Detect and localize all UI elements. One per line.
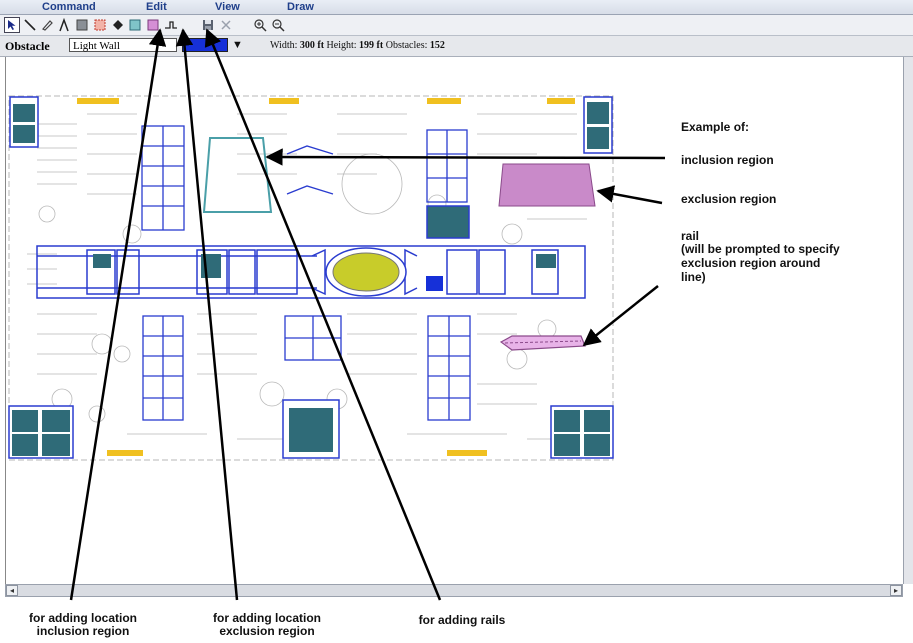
inclusion-region-label: inclusion region <box>681 153 774 167</box>
diamond-icon[interactable] <box>110 17 126 33</box>
scroll-right-icon[interactable]: ▸ <box>890 585 902 596</box>
rail-label: rail <box>681 229 700 243</box>
cubicle-block <box>284 145 342 361</box>
menu-view[interactable]: View <box>215 1 240 13</box>
obstacle-label: Obstacle <box>5 39 50 53</box>
zoom-in-icon[interactable] <box>252 17 268 33</box>
rails-tool-caption: for adding rails <box>418 613 506 627</box>
vertical-scrollbar[interactable] <box>903 57 913 584</box>
inclusion-arrow <box>265 148 666 166</box>
room-fill <box>426 276 443 291</box>
exclusion-tool-caption: for adding location exclusion region <box>192 612 342 638</box>
central-corridor <box>36 245 586 299</box>
corner-room <box>9 96 39 148</box>
cubicle-block <box>427 315 471 421</box>
obstacles-value: 152 <box>429 40 445 51</box>
corner-room <box>550 405 614 459</box>
room-fill <box>289 408 333 452</box>
save-icon[interactable] <box>200 17 216 33</box>
menu-draw[interactable]: Draw <box>287 1 314 13</box>
rail-arrow <box>582 285 659 347</box>
toolbar <box>0 15 913 36</box>
cubicle-block <box>142 315 184 421</box>
dimensions-readout: Width: 300 ft Height: 199 ft Obstacles: … <box>270 40 445 51</box>
menu-command[interactable]: Command <box>42 1 96 13</box>
caption-line: exclusion region <box>219 624 315 638</box>
compass-icon[interactable] <box>56 17 72 33</box>
filled-rect-icon[interactable] <box>74 17 90 33</box>
exclusion-region-example[interactable] <box>498 163 596 207</box>
room-fill <box>426 205 470 239</box>
width-label: Width: <box>270 40 298 51</box>
height-value: 199 ft <box>359 40 384 51</box>
exclusion-tool-arrow <box>175 28 239 601</box>
room-label <box>427 98 461 104</box>
room-fill <box>93 254 111 268</box>
width-value: 300 ft <box>299 40 325 51</box>
select-arrow-icon[interactable] <box>4 17 20 33</box>
example-of-label: Example of: <box>681 120 750 134</box>
corner-room <box>8 405 74 459</box>
rail-tool-arrow <box>204 28 442 601</box>
inclusion-tool-caption: for adding location inclusion region <box>8 612 158 638</box>
inclusion-tool-arrow <box>69 28 167 601</box>
caption-line: inclusion region <box>36 624 130 638</box>
dotted-rect-icon[interactable] <box>92 17 108 33</box>
inclusion-region-icon[interactable] <box>127 17 143 33</box>
color-dropdown-icon[interactable]: ▼ <box>232 39 243 51</box>
scroll-left-icon[interactable]: ◂ <box>6 585 18 596</box>
rail-note-line: line) <box>681 270 706 284</box>
room-label <box>547 98 575 104</box>
exclusion-arrow <box>596 185 663 205</box>
room-label <box>107 450 143 456</box>
rail-icon[interactable] <box>163 17 179 33</box>
zoom-out-icon[interactable] <box>270 17 286 33</box>
menu-bar: Command Edit View Draw <box>0 0 913 15</box>
background-furniture <box>27 113 587 440</box>
caption-line: for adding location <box>29 611 137 625</box>
height-label: Height: <box>326 40 357 51</box>
rail-note-line: (will be prompted to specify <box>681 242 840 256</box>
caption-line: for adding location <box>213 611 321 625</box>
room-label <box>447 450 487 456</box>
cubicle-block <box>426 129 468 203</box>
room-fill <box>536 254 556 268</box>
corner-room <box>583 96 613 154</box>
conference-table <box>332 252 400 292</box>
horizontal-scrollbar[interactable]: ◂ ▸ <box>5 584 903 597</box>
line-icon[interactable] <box>22 17 38 33</box>
exclusion-region-label: exclusion region <box>681 192 777 206</box>
obstacles-label: Obstacles: <box>385 40 428 51</box>
pencil-icon[interactable] <box>39 17 55 33</box>
rail-line <box>504 340 582 344</box>
rail-note-line: exclusion region around <box>681 256 821 270</box>
cubicle-block <box>141 125 185 231</box>
delete-icon[interactable] <box>218 17 234 33</box>
inclusion-region-example[interactable] <box>202 137 273 213</box>
room-label <box>77 98 119 104</box>
menu-edit[interactable]: Edit <box>146 1 167 13</box>
room-label <box>269 98 299 104</box>
